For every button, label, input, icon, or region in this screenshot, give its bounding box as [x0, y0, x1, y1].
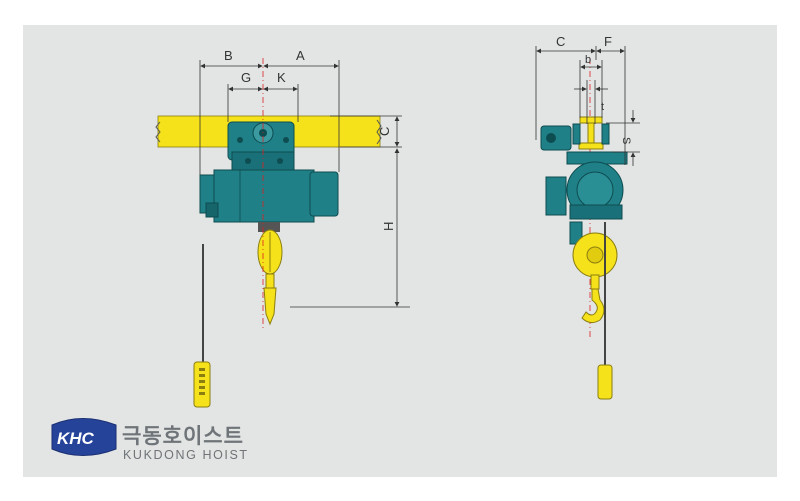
drawing-panel [23, 25, 777, 477]
side-hook [581, 288, 605, 324]
dim-B: B [224, 48, 233, 63]
front-motor-right [309, 171, 339, 217]
dim-K: K [277, 70, 286, 85]
front-hoist-body [213, 169, 315, 223]
front-pendant [193, 361, 211, 408]
dim-F: F [604, 34, 612, 49]
dim-C-front: C [377, 127, 392, 136]
logo-korean-name: 극동호이스트 [122, 424, 244, 448]
dim-C-side: C [556, 34, 565, 49]
svg-text:KHC: KHC [57, 429, 95, 448]
dim-b: b [585, 54, 591, 66]
side-control-box [545, 176, 567, 216]
side-pendant [597, 364, 613, 400]
dim-G: G [241, 70, 251, 85]
dim-A: A [296, 48, 305, 63]
front-hook [263, 287, 277, 326]
kukdong-logo: KHC 극동호이스트 KUKDONG HOIST [51, 418, 249, 462]
khc-logo-mark [51, 418, 117, 456]
front-view: B A G K C H [155, 48, 410, 408]
side-view: C F b t S [535, 34, 640, 400]
dim-S: S [620, 137, 632, 144]
logo-english-name: KUKDONG HOIST [123, 448, 249, 462]
dim-t: t [601, 101, 604, 113]
dim-H: H [381, 222, 396, 231]
